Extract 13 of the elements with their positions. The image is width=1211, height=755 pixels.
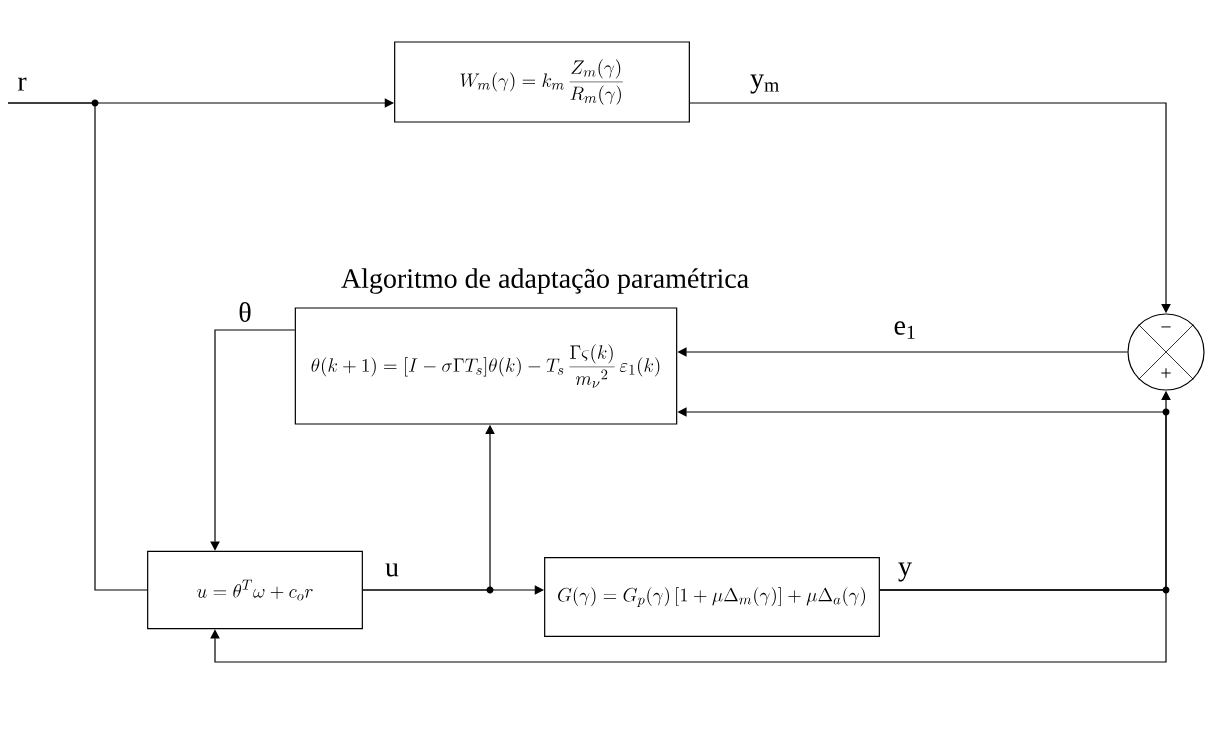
block-box: $G(\gamma)=G_p(\gamma)\left[1+\mu\Delta_m(\gamma)\right]+\mu\Delta_a(\gamma)$ bbox=[544, 557, 880, 637]
block-box: $u=\theta^{T}\omega+c_o r$ bbox=[147, 550, 363, 630]
arrow bbox=[210, 589, 1167, 663]
edge-label: y bbox=[896, 561, 914, 583]
edge-label: e$_{1}$ bbox=[892, 320, 918, 340]
block-heading: Algoritmo de adaptação paramétrica bbox=[341, 268, 749, 294]
edge-label: u bbox=[383, 562, 401, 578]
edge-label: θ bbox=[236, 300, 254, 324]
edge-label: r bbox=[16, 76, 28, 92]
edge-label: y$_{m}$ bbox=[748, 73, 782, 95]
block-box: $\theta(k+1)=[I-\sigma\Gamma T_s]\theta(k)-T_s\,\frac{\Gamma\varsigma(k)}{{m_\nu}^{2}}\,\varepsilon_1(k)$ bbox=[294, 307, 678, 425]
block-box: $W_m(\gamma)=k_m\,\frac{Z_m(\gamma)}{R_m(\gamma)}$ bbox=[394, 41, 690, 123]
summing-junction: − + bbox=[1127, 313, 1205, 391]
